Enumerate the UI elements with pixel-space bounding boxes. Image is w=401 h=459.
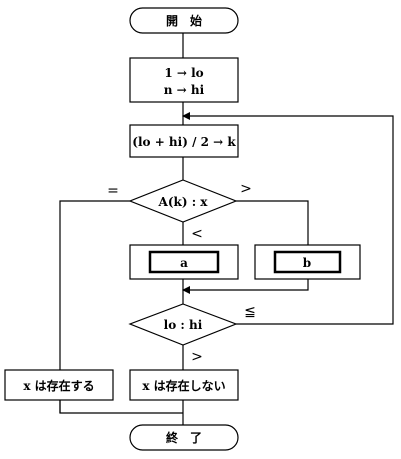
blank-b-label: b	[303, 256, 311, 270]
branch-lohi-greater-label: >	[191, 349, 203, 365]
branch-leq-label: ≦	[244, 304, 256, 320]
not-found-label: x は存在しない	[142, 378, 225, 393]
not-found-process: x は存在しない	[129, 369, 239, 401]
connectors	[59, 33, 394, 425]
compare-ak-x-decision: A(k) : x	[128, 179, 238, 223]
midpoint-process: (lo + hi) / 2 → k	[129, 124, 239, 158]
start-terminal: 開 始	[129, 7, 239, 34]
end-label: 終 了	[166, 430, 202, 445]
midpoint-label: (lo + hi) / 2 → k	[132, 135, 236, 149]
found-label: x は存在する	[23, 378, 94, 393]
init-line-hi: n → hi	[164, 83, 205, 97]
compare-ak-x-label: A(k) : x	[158, 195, 209, 209]
blank-a-process: a	[129, 244, 239, 280]
compare-lo-hi-decision: lo : hi	[128, 303, 238, 346]
branch-equal-label: =	[107, 183, 119, 199]
blank-b-process: b	[254, 244, 361, 280]
end-terminal: 終 了	[129, 424, 239, 451]
edge-b-to-merge	[182, 279, 309, 294]
branch-greater-label: >	[240, 181, 252, 197]
compare-lo-hi-label: lo : hi	[164, 318, 203, 332]
edge-leq-loop-back	[182, 112, 394, 325]
init-process: 1 → lo n → hi	[129, 57, 239, 103]
init-line-lo: 1 → lo	[164, 66, 203, 80]
edge-equal-to-found	[59, 200, 183, 414]
edge-greater-to-b	[236, 200, 309, 245]
start-label: 開 始	[166, 13, 202, 28]
branch-less-label: <	[191, 226, 203, 242]
found-process: x は存在する	[4, 369, 114, 401]
blank-a-label: a	[180, 256, 188, 270]
